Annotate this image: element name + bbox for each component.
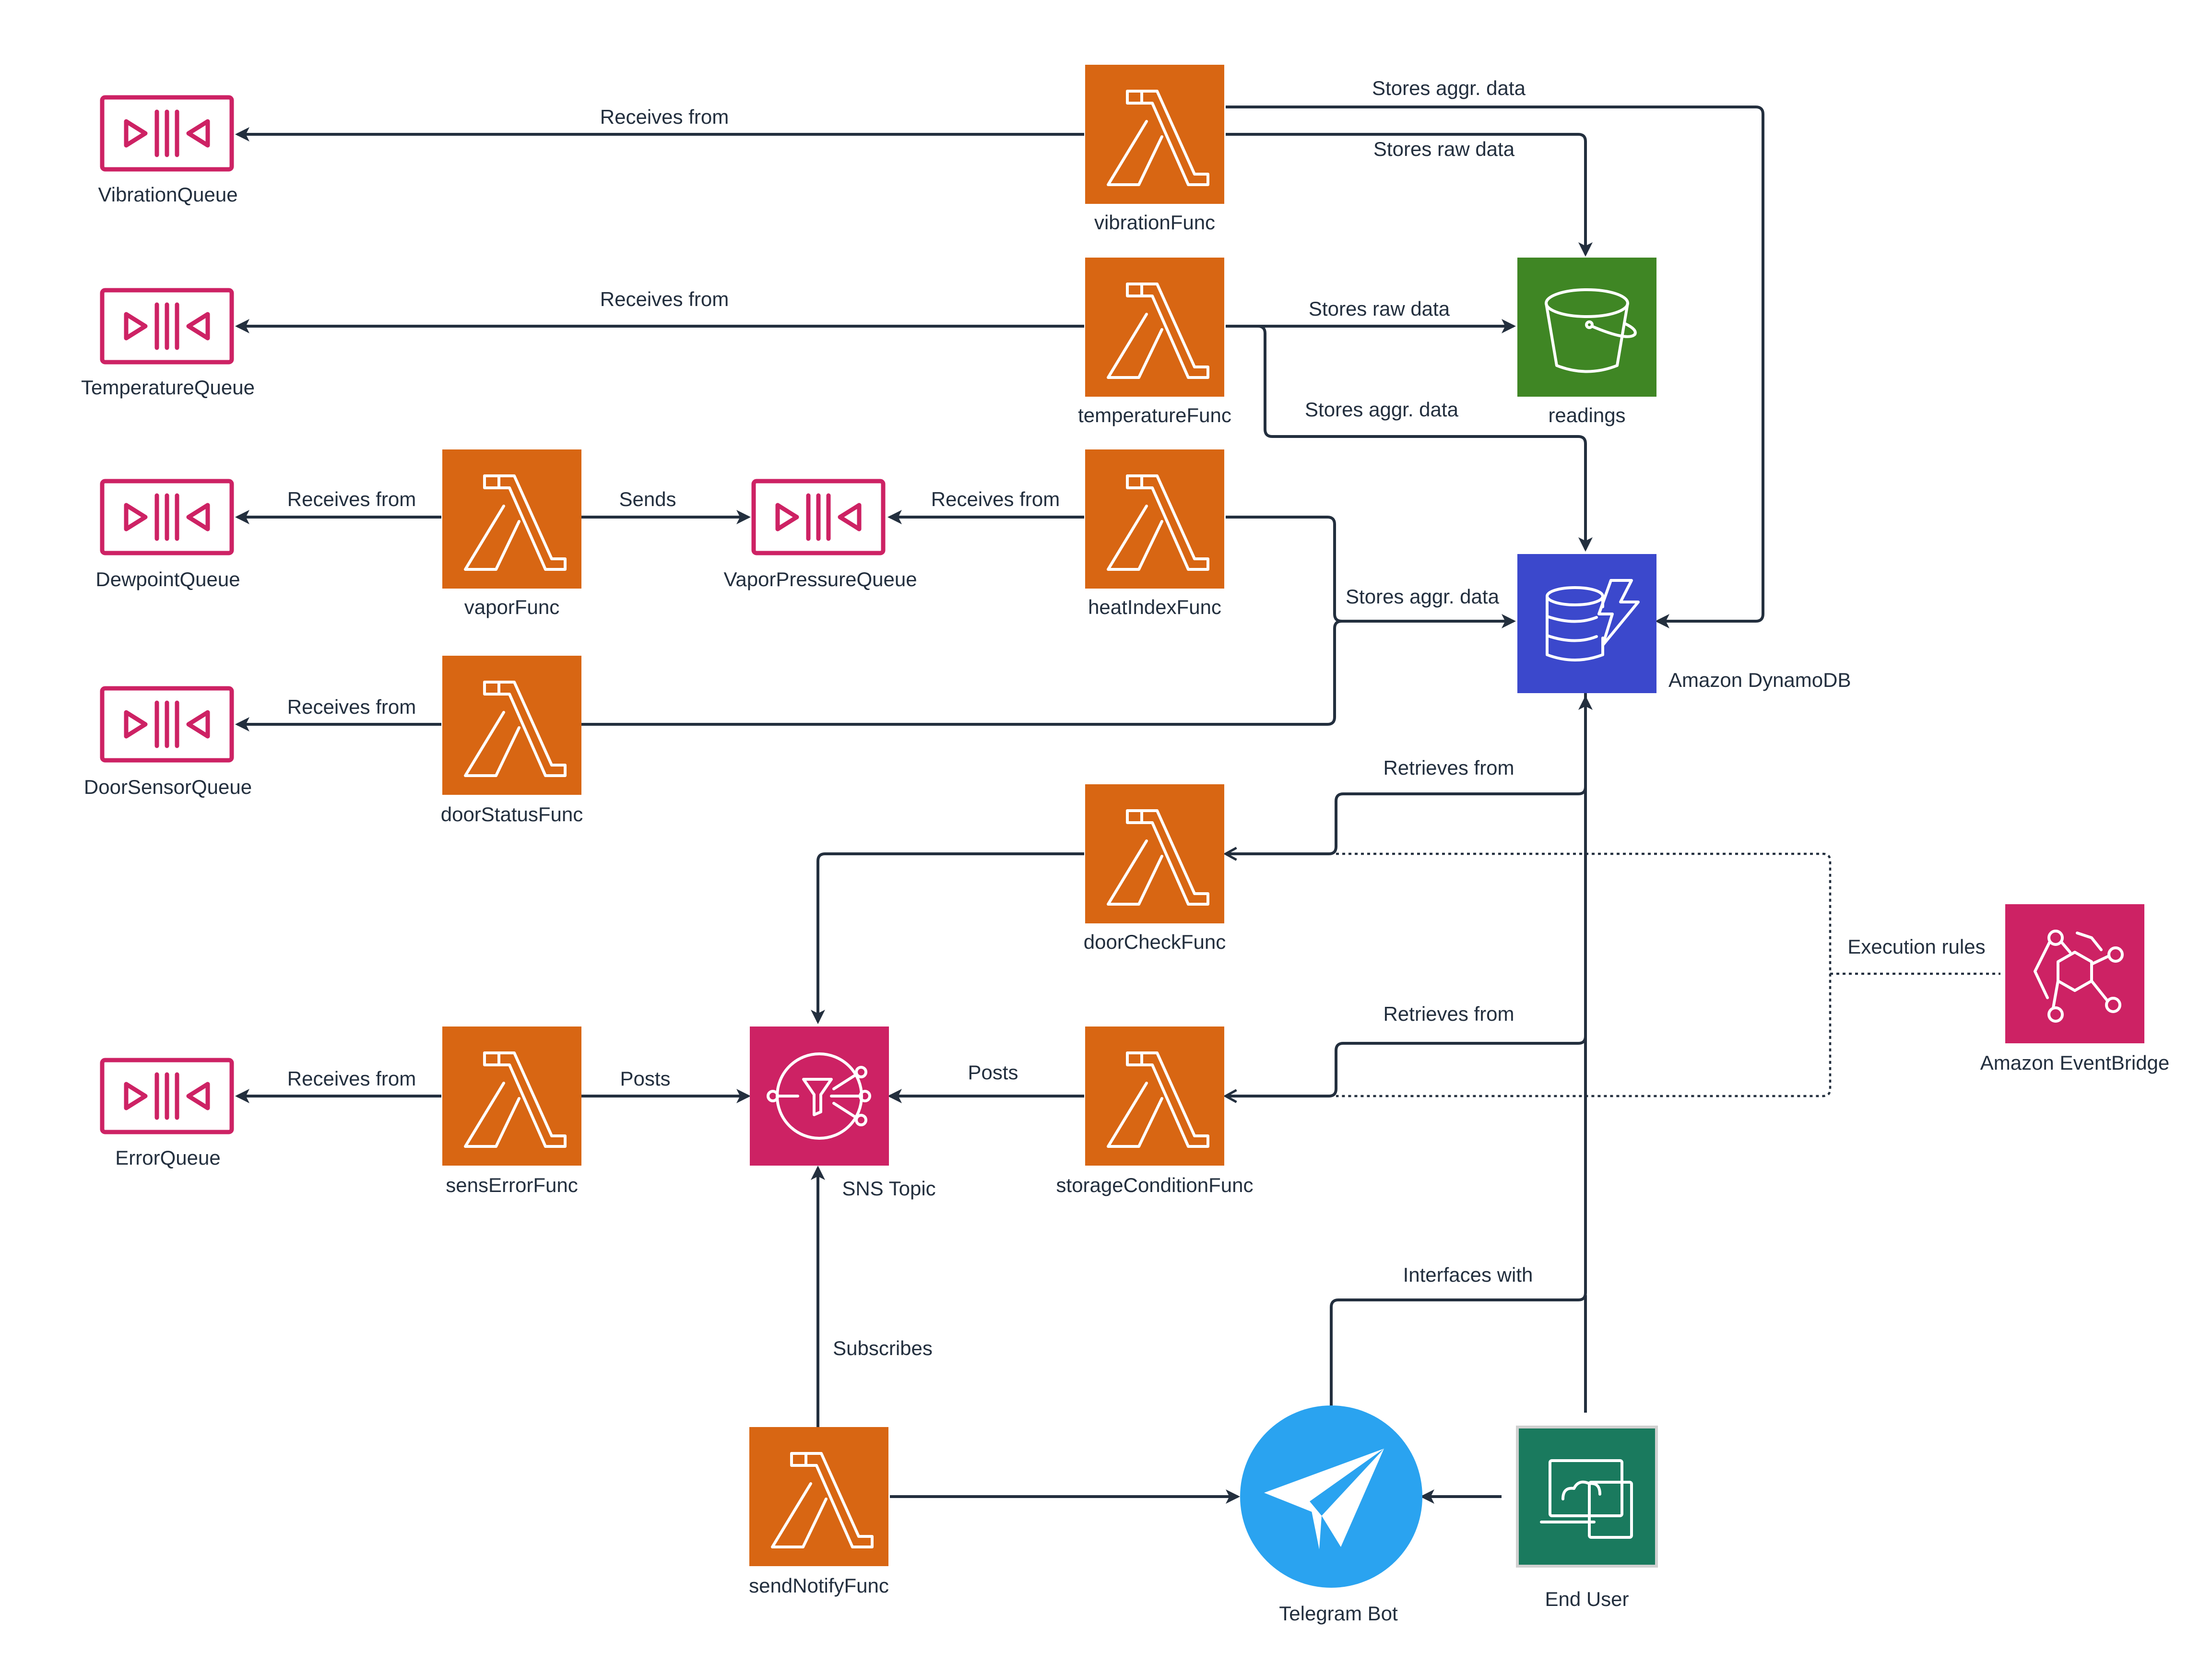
sqs-error-queue[interactable]: [102, 1060, 232, 1132]
edge-labels: Receives from Stores aggr. data Stores r…: [287, 77, 1986, 1359]
edge-label: Receives from: [287, 696, 416, 718]
sqs-temperature-queue[interactable]: [102, 290, 232, 362]
edge-label: Stores raw data: [1309, 297, 1450, 320]
lambda-heatindexfunc[interactable]: [1085, 449, 1224, 589]
edge-label: Stores aggr. data: [1305, 398, 1459, 421]
lambda-vaporfunc[interactable]: [442, 449, 581, 589]
sns-topic[interactable]: [750, 1027, 889, 1166]
s3-bucket-icon: [1545, 288, 1637, 373]
edge-telegram-dynamodb: [1330, 696, 1593, 1408]
edge-label: Receives from: [600, 106, 729, 128]
sqs-doorsensor-queue[interactable]: [102, 688, 232, 760]
node-label: doorCheckFunc: [1084, 931, 1226, 953]
telegram-bot[interactable]: [1240, 1405, 1422, 1588]
node-label: SNS Topic: [842, 1177, 935, 1200]
edge-temperature-dynamodb: [1226, 325, 1593, 552]
edge-storage-dynamodb: [1226, 794, 1587, 1096]
edge-eventbridge-rules: [1336, 852, 1832, 1098]
edge-label: Stores raw data: [1373, 138, 1515, 160]
node-label: Amazon EventBridge: [1980, 1051, 2170, 1074]
lambda-vibrationfunc[interactable]: [1085, 65, 1224, 204]
node-label: sendNotifyFunc: [749, 1574, 889, 1597]
lambda-temperaturefunc[interactable]: [1085, 258, 1224, 397]
sqs-queue-icon: [102, 290, 232, 362]
sqs-queue-icon: [754, 481, 883, 553]
node-label: End User: [1545, 1588, 1629, 1610]
node-label: sensErrorFunc: [446, 1174, 578, 1196]
edge-doorstatus-dynamodb: [580, 620, 1342, 726]
sqs-queue-icon: [102, 97, 232, 169]
node-label: DewpointQueue: [95, 568, 240, 590]
edge-label: Posts: [620, 1067, 670, 1090]
node-label: VibrationQueue: [98, 183, 237, 206]
node-label: readings: [1548, 404, 1625, 426]
sns-icon: [767, 1052, 871, 1140]
workspaces-icon: [1540, 1459, 1633, 1539]
edge-vibration-readings: [1226, 133, 1593, 257]
sqs-queue-icon: [102, 1060, 232, 1132]
edge-doorcheck-sns: [811, 852, 1084, 1024]
edge-label: Interfaces with: [1403, 1263, 1533, 1286]
edge-label: Stores aggr. data: [1346, 585, 1500, 608]
edge-label: Receives from: [287, 1067, 416, 1090]
edge-label: Retrieves from: [1383, 756, 1514, 779]
sqs-queue-icon: [102, 481, 232, 553]
node-label: DoorSensorQueue: [84, 776, 252, 798]
lambda-sendnotifyfunc[interactable]: [749, 1427, 888, 1566]
node-label: VaporPressureQueue: [723, 568, 917, 590]
node-label: temperatureFunc: [1078, 404, 1231, 426]
s3-readings-bucket[interactable]: [1517, 258, 1656, 397]
eventbridge-icon: [2034, 930, 2124, 1023]
node-label: Telegram Bot: [1279, 1602, 1398, 1625]
node-label: TemperatureQueue: [81, 376, 255, 399]
edge-doorcheck-dynamodb: [1226, 693, 1587, 854]
telegram-icon: [1264, 1449, 1384, 1549]
lambda-doorstatusfunc[interactable]: [442, 656, 581, 795]
sqs-dewpoint-queue[interactable]: [102, 481, 232, 553]
lambda-doorcheckfunc[interactable]: [1085, 784, 1224, 923]
node-label: Amazon DynamoDB: [1668, 669, 1851, 691]
lambda-storageconditionfunc[interactable]: [1085, 1027, 1224, 1166]
node-label: heatIndexFunc: [1088, 596, 1221, 618]
lambda-senserrorfunc[interactable]: [442, 1027, 581, 1166]
edge-label: Posts: [968, 1061, 1018, 1084]
edge-label: Receives from: [287, 488, 416, 510]
node-label: doorStatusFunc: [441, 803, 583, 826]
sqs-vibration-queue[interactable]: [102, 97, 232, 169]
node-label: vaporFunc: [464, 596, 559, 618]
edge-label: Sends: [619, 488, 676, 510]
node-label: vibrationFunc: [1094, 211, 1215, 234]
end-user[interactable]: [1516, 1426, 1658, 1568]
edge-label: Subscribes: [833, 1337, 933, 1359]
edge-label: Receives from: [931, 488, 1060, 510]
edge-label: Retrieves from: [1383, 1003, 1514, 1025]
edge-label: Receives from: [600, 288, 729, 310]
dynamodb-icon: [1546, 579, 1640, 661]
edge-label: Stores aggr. data: [1372, 77, 1526, 99]
node-label: ErrorQueue: [115, 1146, 220, 1169]
edge-label: Execution rules: [1847, 935, 1985, 958]
sqs-queue-icon: [102, 688, 232, 760]
dynamodb-table[interactable]: [1517, 554, 1656, 693]
eventbridge-service[interactable]: [2005, 904, 2144, 1043]
edge-vibration-dynamodb: [1226, 106, 1764, 628]
edges: [235, 106, 2000, 1504]
sqs-vaporpressure-queue[interactable]: [754, 481, 883, 553]
node-label: storageConditionFunc: [1056, 1174, 1254, 1196]
